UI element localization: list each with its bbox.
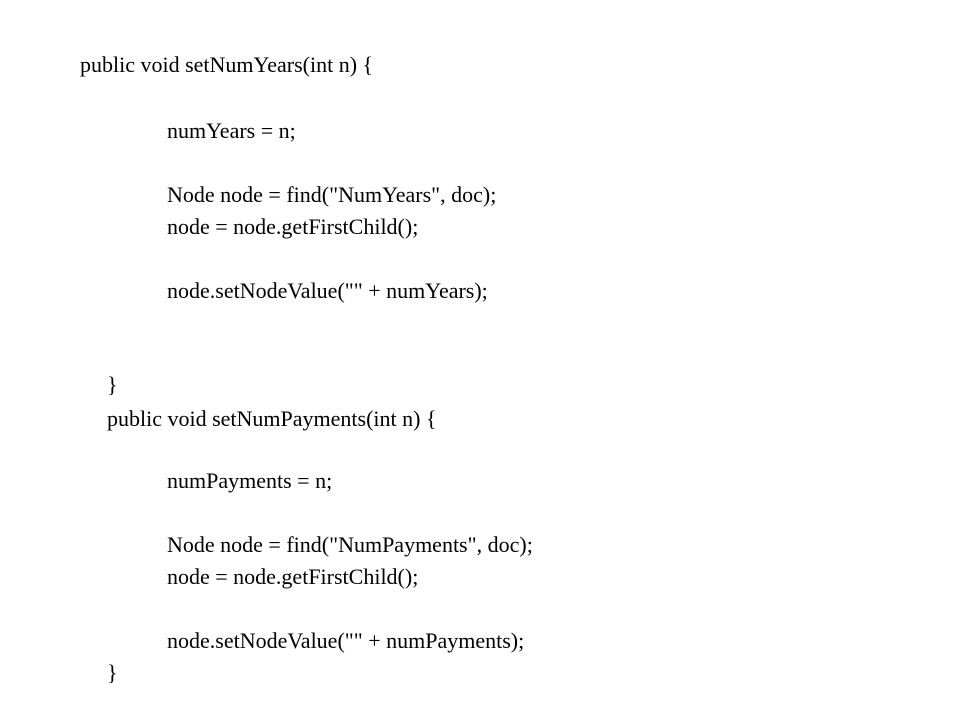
code-line-3: Node node = find("NumYears", doc); — [167, 182, 497, 207]
code-line-11: node.setNodeValue("" + numPayments); — [167, 628, 525, 653]
code-line-8: numPayments = n; — [167, 468, 333, 493]
code-line-2: numYears = n; — [167, 118, 296, 143]
code-line-12: } — [107, 660, 118, 685]
code-line-5: node.setNodeValue("" + numYears); — [167, 278, 488, 303]
code-line-9: Node node = find("NumPayments", doc); — [167, 532, 533, 557]
code-line-10: node = node.getFirstChild(); — [167, 564, 419, 589]
code-line-6: } — [107, 372, 118, 397]
code-line-4: node = node.getFirstChild(); — [167, 214, 419, 239]
code-line-7: public void setNumPayments(int n) { — [107, 406, 437, 431]
code-line-1: public void setNumYears(int n) { — [80, 52, 374, 77]
